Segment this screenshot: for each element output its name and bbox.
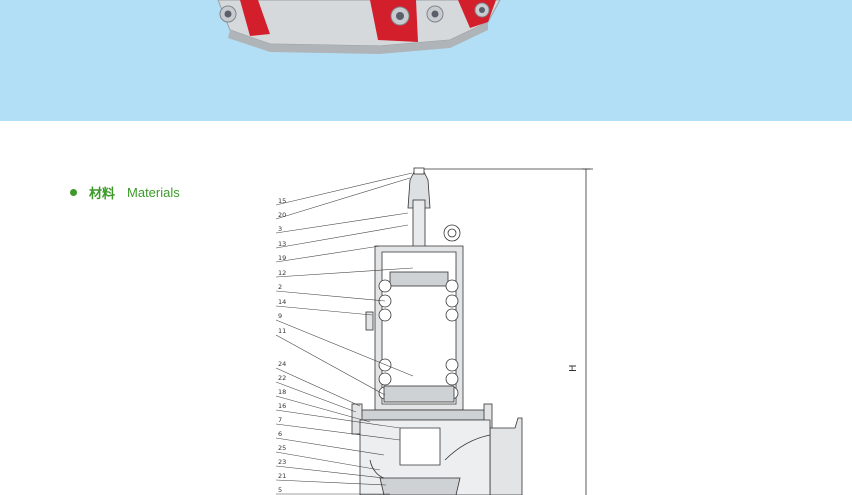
part-label: 6: [278, 430, 282, 438]
valve-section-drawing: 15 20 3 13 19 12 2 14 9 11 24 22 18 16 7…: [275, 167, 593, 495]
part-label: 22: [278, 374, 286, 382]
part-label: 23: [278, 458, 286, 466]
part-label: 18: [278, 388, 286, 396]
part-label: 14: [278, 298, 286, 306]
part-label: 15: [278, 197, 286, 205]
flange-illustration: [217, 0, 501, 54]
bullet-icon: [70, 189, 77, 196]
part-label: 16: [278, 402, 286, 410]
part-label: 21: [278, 472, 286, 480]
height-dimension-label: H: [568, 364, 579, 372]
part-label: 25: [278, 444, 286, 452]
part-label: 13: [278, 240, 286, 248]
part-label: 5: [278, 486, 282, 494]
part-label: 24: [278, 360, 286, 368]
part-label: 20: [278, 211, 286, 219]
part-label: 9: [278, 312, 282, 320]
part-label: 12: [278, 269, 286, 277]
hero-banner: [0, 0, 852, 121]
part-label: 7: [278, 416, 282, 424]
materials-title-en: Materials: [127, 185, 180, 200]
part-label: 2: [278, 283, 282, 291]
materials-title-cn: 材料: [89, 186, 116, 201]
part-label: 11: [278, 327, 286, 335]
part-label: 19: [278, 254, 286, 262]
materials-heading: 材料 Materials: [70, 183, 180, 202]
part-label: 3: [278, 225, 282, 233]
